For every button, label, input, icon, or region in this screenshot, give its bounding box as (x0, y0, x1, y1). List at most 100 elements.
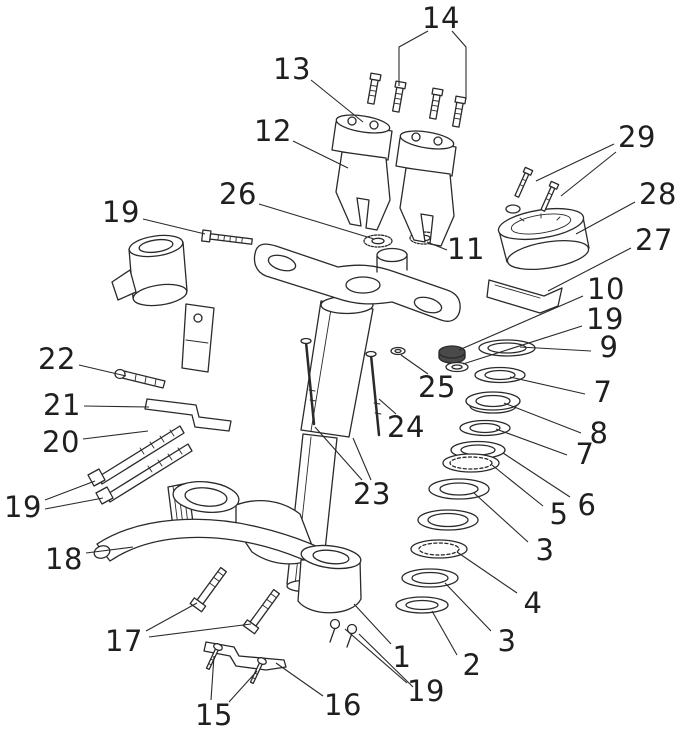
leader-line-19-7 (142, 218, 206, 235)
part-gauge-bracket (486, 279, 563, 314)
part-label-29-3: 29 (618, 120, 656, 154)
leader-line-5-16 (491, 464, 544, 507)
leader-line-18-26 (85, 546, 134, 554)
leader-line-19-27 (44, 497, 104, 510)
leader-line-25-31 (400, 354, 429, 375)
part-label-11-8: 11 (447, 232, 485, 266)
leader-line-19-22 (344, 628, 408, 684)
part-label-18-26: 18 (45, 542, 83, 576)
part-lower-clamp-boss (167, 481, 317, 565)
leader-line-21-29 (83, 405, 150, 408)
leader-line-13-1 (310, 79, 364, 123)
part-label-24-32: 24 (387, 410, 425, 444)
leader-line-16-23 (275, 662, 324, 697)
part-label-12-2: 12 (254, 114, 292, 148)
leader-line-4-18 (456, 551, 518, 594)
leader-line-7-14 (495, 428, 568, 456)
part-label-14-0: 14 (422, 1, 460, 35)
part-upper-bridge (253, 243, 461, 322)
part-label-7-12: 7 (594, 375, 613, 409)
part-stem-head (376, 247, 408, 273)
leader-line-8-13 (503, 402, 582, 434)
part-lock-bolt (201, 229, 253, 245)
part-label-28-4: 28 (639, 177, 677, 211)
part-label-21-29: 21 (43, 388, 81, 422)
part-label-9-11: 9 (600, 330, 619, 364)
part-label-3-17: 3 (536, 533, 555, 567)
leader-line-26-6 (258, 203, 375, 240)
part-small-screw (114, 368, 166, 389)
part-small-washer (390, 346, 406, 356)
part-label-13-1: 13 (273, 52, 311, 86)
leader-line-22-28 (78, 364, 127, 377)
part-label-4-18: 4 (524, 586, 543, 620)
leader-line-19-27 (44, 480, 96, 501)
leader-line-14-0 (398, 30, 429, 86)
leader-line-20-30 (82, 430, 149, 440)
leader-line-23-33 (314, 426, 363, 481)
part-bearing-stack (395, 339, 536, 614)
part-label-20-30: 20 (42, 425, 80, 459)
leader-line-11-8 (426, 241, 448, 251)
leader-line-15-24 (210, 655, 215, 701)
leader-line-7-12 (509, 376, 586, 395)
part-label-5-16: 5 (550, 497, 569, 531)
leader-line-23-33 (352, 437, 372, 481)
part-label-10-9: 10 (587, 272, 625, 306)
leader-line-3-19 (444, 582, 492, 632)
part-pinch-bolts (189, 566, 280, 635)
part-bottom-clamp (297, 544, 362, 648)
part-label-7-14: 7 (576, 437, 595, 471)
part-riser-clamp-right (395, 130, 457, 247)
part-bottom-bracket (203, 641, 287, 685)
leader-line-6-15 (502, 452, 571, 498)
part-label-8-13: 8 (590, 416, 609, 450)
part-stem-washer (445, 361, 469, 373)
part-stem-bolts (300, 337, 382, 437)
part-label-16-23: 16 (324, 688, 362, 722)
part-gauge-unit (497, 204, 590, 271)
part-label-23-33: 23 (353, 477, 391, 511)
part-lock-cylinder (111, 234, 188, 307)
leader-line-9-11 (519, 346, 592, 352)
leader-line-19-10 (462, 325, 583, 365)
part-label-6-15: 6 (578, 488, 597, 522)
part-z-bracket (144, 398, 232, 432)
leader-line-15-24 (228, 670, 258, 703)
part-label-26-6: 26 (219, 177, 257, 211)
leader-line-27-5 (547, 247, 632, 292)
part-label-19-22: 19 (407, 674, 445, 708)
part-label-22-28: 22 (38, 342, 76, 376)
part-riser-clamp-left (331, 114, 393, 231)
leader-line-17-25 (148, 623, 252, 638)
part-gauge-screws (514, 166, 560, 212)
leader-lines-layer (44, 30, 636, 703)
leader-line-10-9 (458, 295, 584, 351)
leader-line-29-3 (535, 143, 615, 182)
part-label-1-21: 1 (393, 640, 412, 674)
part-label-19-10: 19 (586, 302, 624, 336)
part-label-19-7: 19 (102, 195, 140, 229)
part-label-15-24: 15 (195, 698, 233, 732)
part-lock-bracket (181, 303, 215, 373)
part-label-2-20: 2 (463, 648, 482, 682)
part-label-19-27: 19 (4, 490, 42, 524)
leader-line-17-25 (145, 602, 198, 632)
leader-line-3-17 (473, 492, 529, 543)
part-label-17-25: 17 (105, 624, 143, 658)
leader-line-24-32 (378, 398, 397, 415)
leader-line-29-3 (560, 151, 617, 197)
leader-line-28-4 (575, 201, 636, 235)
leader-line-2-20 (431, 610, 458, 656)
part-label-27-5: 27 (635, 223, 673, 257)
part-steering-stem (300, 295, 374, 438)
leader-line-19-22 (358, 633, 414, 688)
leader-line-14-0 (451, 30, 467, 99)
part-label-3-19: 3 (498, 624, 517, 658)
leader-line-1-21 (353, 603, 392, 645)
part-riser-bolts (366, 72, 467, 128)
leader-line-12-2 (292, 140, 349, 169)
